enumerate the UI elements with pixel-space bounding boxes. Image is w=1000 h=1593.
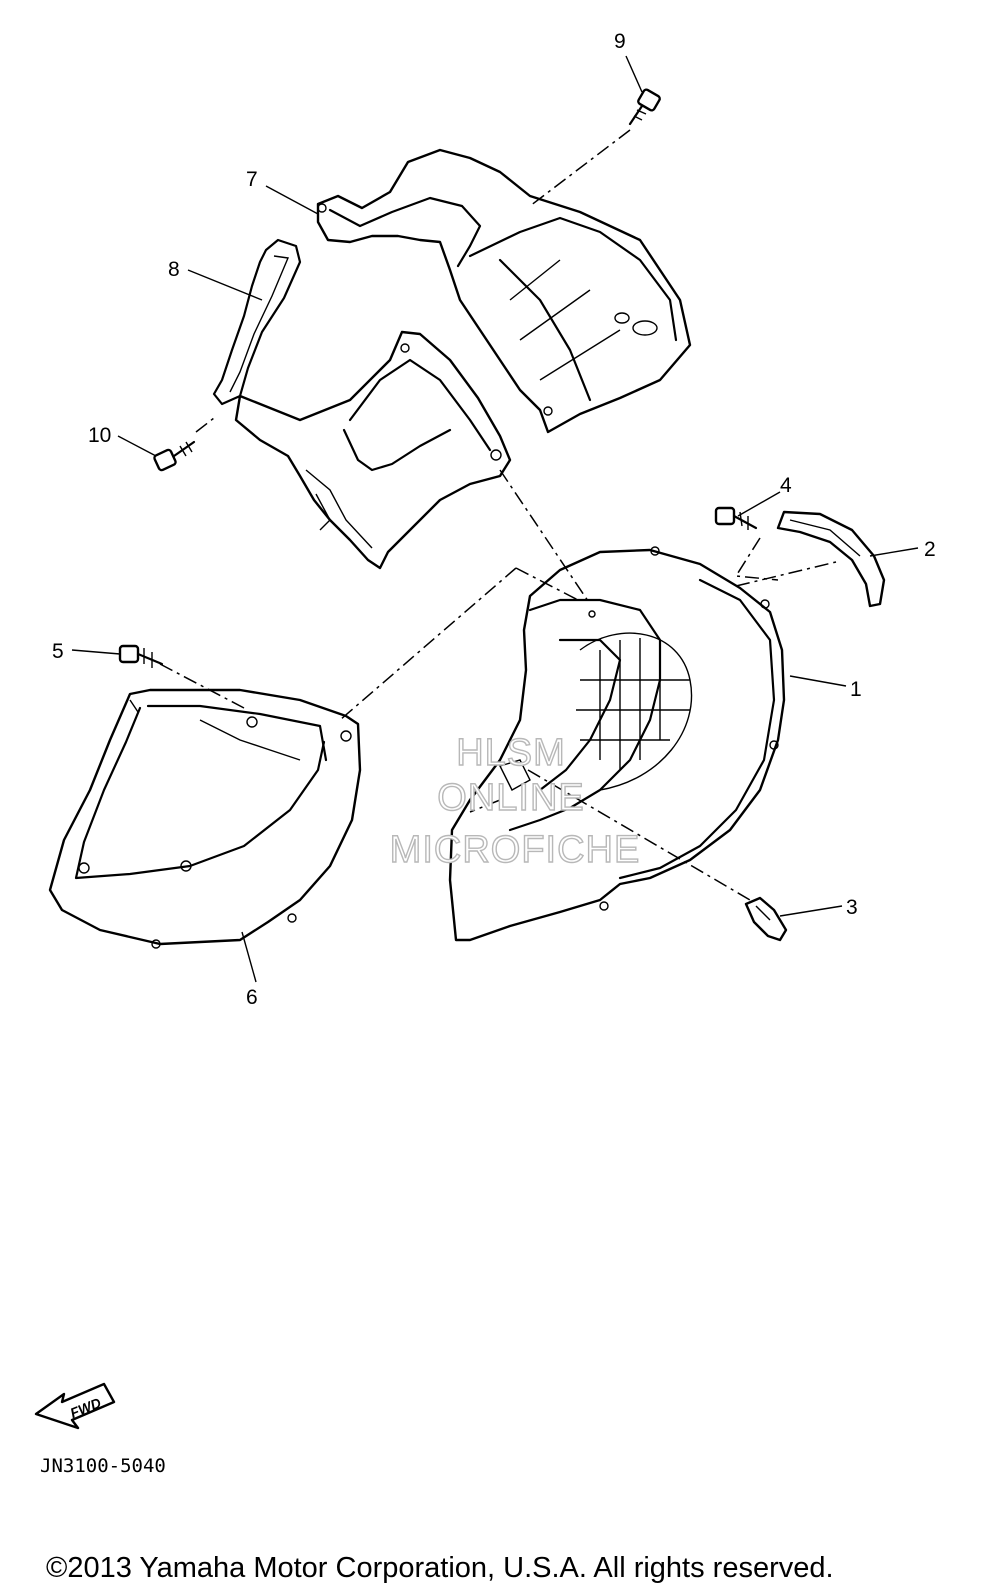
copyright-notice: ©2013 Yamaha Motor Corporation, U.S.A. A… (46, 1552, 834, 1584)
callout-5: 5 (52, 640, 64, 663)
upper-cover (234, 330, 512, 570)
watermark-line-3: MICROFICHE (390, 829, 641, 871)
callout-9: 9 (614, 30, 626, 53)
watermark-line-2: ONLINE (437, 777, 584, 819)
callout-7: 7 (246, 168, 258, 191)
watermark-line-1: HLSM (456, 732, 566, 774)
bolt-9 (628, 88, 661, 126)
callout-10: 10 (88, 424, 111, 447)
part-1-shroud (448, 546, 786, 942)
part-2-seal-strip (776, 510, 886, 608)
part-7-air-duct (316, 148, 692, 434)
bolt-4 (714, 506, 758, 530)
callout-8: 8 (168, 258, 180, 281)
callout-6: 6 (246, 986, 258, 1009)
callout-4: 4 (780, 474, 792, 497)
assembly-lines (159, 129, 837, 901)
bolt-10 (153, 440, 196, 472)
callout-1: 1 (850, 678, 862, 701)
part-6-lower-cover (48, 688, 362, 949)
bolt-5 (118, 644, 164, 668)
watermark: HLSM ONLINE MICROFICHE (389, 731, 641, 871)
leader-lines (71, 55, 919, 983)
callout-3: 3 (846, 896, 858, 919)
fwd-arrow-icon: FWD (34, 1382, 116, 1430)
part-8-seal (212, 238, 302, 406)
part-3-clip (744, 896, 788, 942)
diagram-code: JN3100-5040 (40, 1455, 166, 1477)
callout-2: 2 (924, 538, 936, 561)
